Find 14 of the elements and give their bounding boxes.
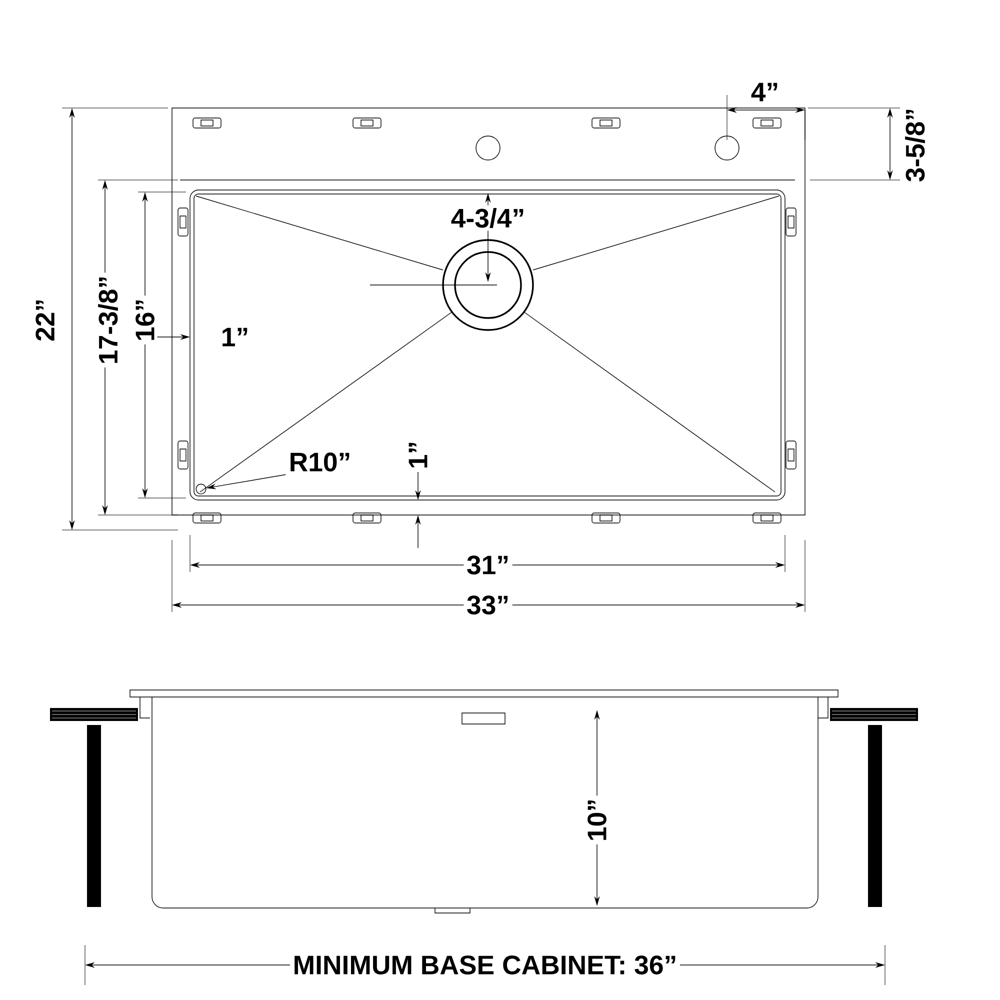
dimension-label: MINIMUM BASE CABINET: 36” [290, 952, 680, 978]
dimension-label: 10” [584, 796, 610, 844]
dimension-label: 31” [464, 552, 512, 578]
dimension-label: 1” [406, 438, 430, 472]
corner-radius-mark [196, 484, 206, 494]
radius-label: R10” [286, 450, 354, 474]
dimension-label: 22” [32, 296, 58, 344]
dimension-label: 4” [748, 80, 782, 104]
dimension-label: 17-3/8” [95, 272, 121, 368]
dimension-label: 4-3/4” [448, 205, 528, 231]
dimension-label: 33” [464, 592, 512, 618]
dimension-label: 1” [218, 325, 252, 349]
dimension-label: 3-5/8” [902, 105, 928, 185]
dimension-label: 16” [132, 296, 158, 344]
